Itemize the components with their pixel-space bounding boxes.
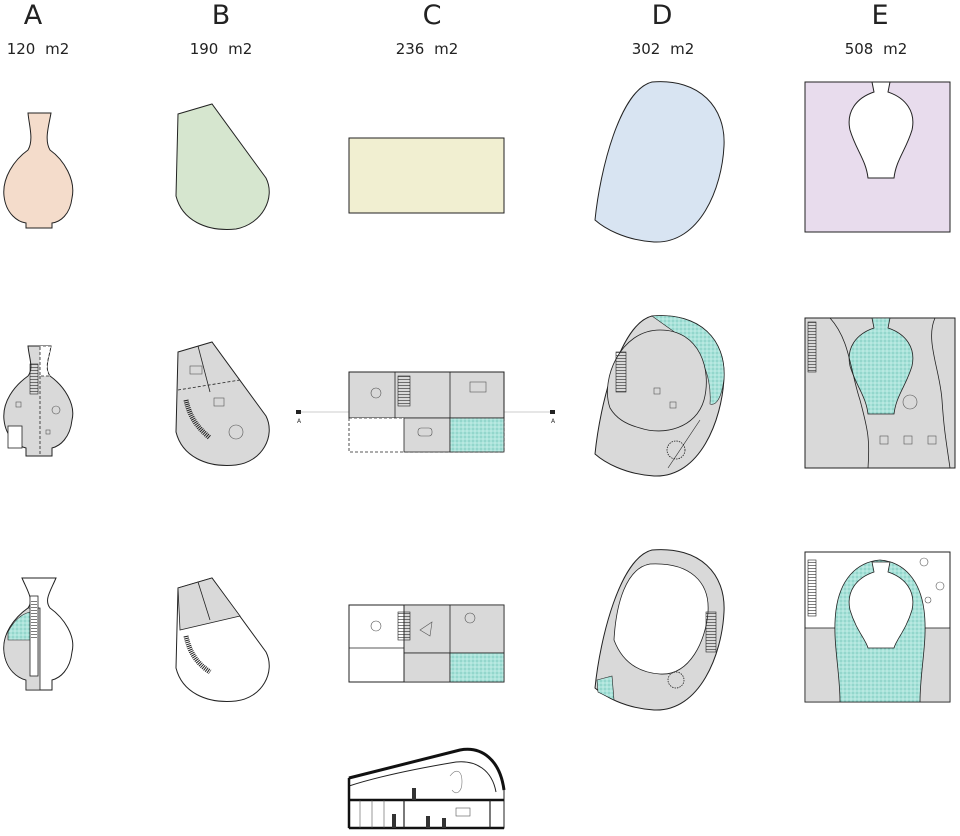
- shape-d-egg: [594, 81, 725, 243]
- plan-b-ground: [175, 341, 270, 466]
- shape-e-square-cutout: [804, 81, 951, 233]
- plan-e-ground: [804, 317, 956, 469]
- plan-a-ground: [3, 345, 74, 457]
- plan-e-upper: [804, 551, 951, 703]
- column-letter-b: B: [211, 0, 231, 31]
- section-marker-right: A: [551, 418, 556, 425]
- section-marker-left: A: [297, 418, 302, 425]
- plan-a-upper: [3, 577, 74, 691]
- plan-c-upper: [348, 604, 505, 683]
- plan-d-ground: [594, 315, 725, 477]
- column-letter-c: C: [422, 0, 442, 31]
- column-letter-d: D: [651, 0, 673, 31]
- column-area-d: 302 m2: [631, 40, 695, 58]
- column-area-c: 236 m2: [395, 40, 459, 58]
- plan-d-upper: [594, 549, 725, 711]
- plan-c-ground: A A: [296, 371, 556, 453]
- column-letter-a: A: [23, 0, 43, 31]
- column-area-e: 508 m2: [844, 40, 908, 58]
- section-c: [347, 747, 506, 830]
- column-letter-e: E: [871, 0, 889, 31]
- shape-c-rectangle: [348, 137, 505, 214]
- plan-b-upper: [175, 577, 270, 702]
- column-area-a: 120 m2: [6, 40, 70, 58]
- shape-a-vase: [3, 112, 74, 229]
- column-area-b: 190 m2: [189, 40, 253, 58]
- shape-b-leaf: [175, 103, 270, 230]
